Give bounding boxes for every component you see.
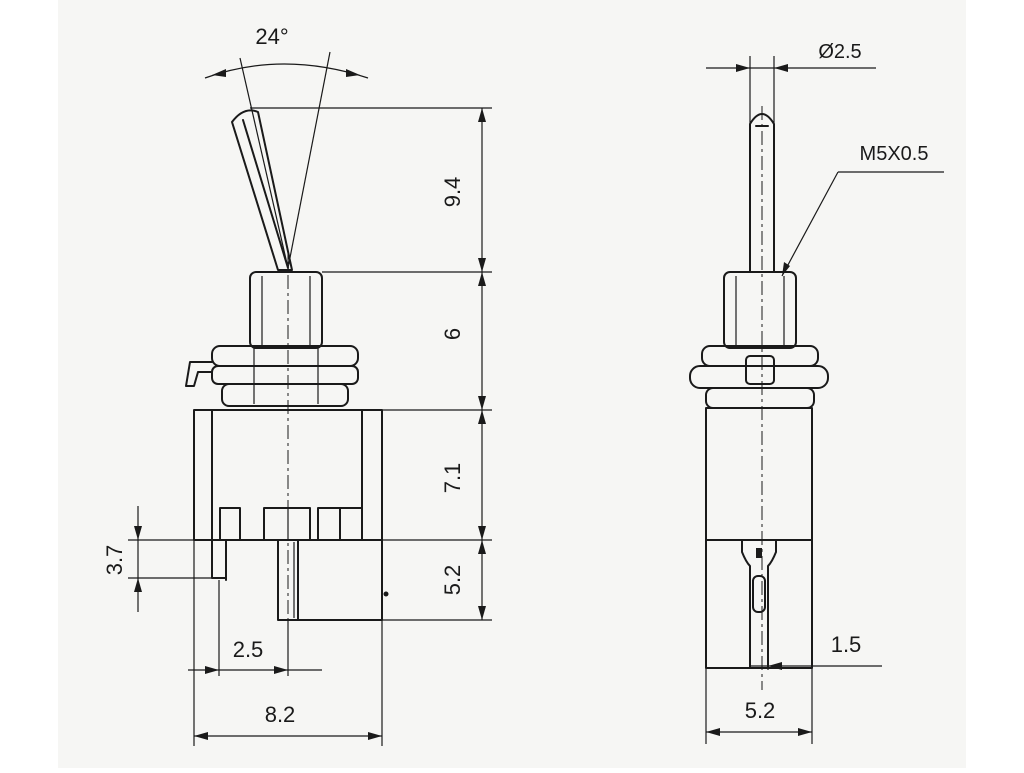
front-bushing <box>249 271 323 349</box>
body-depth-dimension <box>705 668 813 744</box>
front-lever <box>231 109 293 271</box>
angle-label: 24° <box>255 24 288 49</box>
lug-height-dimension <box>128 506 212 612</box>
thread-label: M5X0.5 <box>860 143 929 165</box>
terminal-pitch-label: 2.5 <box>233 637 264 662</box>
terminal-width-dimension <box>750 610 882 670</box>
body-width-dimension <box>193 540 383 746</box>
body-depth-label: 5.2 <box>745 698 776 723</box>
side-body <box>705 407 813 541</box>
thread-leader <box>781 171 944 277</box>
terminal-pitch-dimension <box>188 580 322 676</box>
side-nut <box>689 345 829 409</box>
side-terminal <box>705 539 813 669</box>
lever-length-label: 9.4 <box>440 177 465 208</box>
lug-height-label: 3.7 <box>102 545 127 576</box>
lever-diameter-label: Ø2.5 <box>818 41 861 63</box>
lever-diameter-dimension <box>706 56 876 128</box>
drawing-sheet <box>58 0 966 768</box>
front-nut <box>185 345 359 407</box>
side-bushing <box>723 271 797 349</box>
terminal-length-label: 5.2 <box>440 565 465 596</box>
front-vertical-dimensions <box>250 107 492 621</box>
body-height-label: 7.1 <box>440 463 465 494</box>
lever-throw-angle <box>204 51 369 269</box>
terminal-width-label: 1.5 <box>831 632 862 657</box>
bushing-height-label: 6 <box>440 328 465 340</box>
body-width-label: 8.2 <box>265 702 296 727</box>
front-view <box>185 51 389 650</box>
